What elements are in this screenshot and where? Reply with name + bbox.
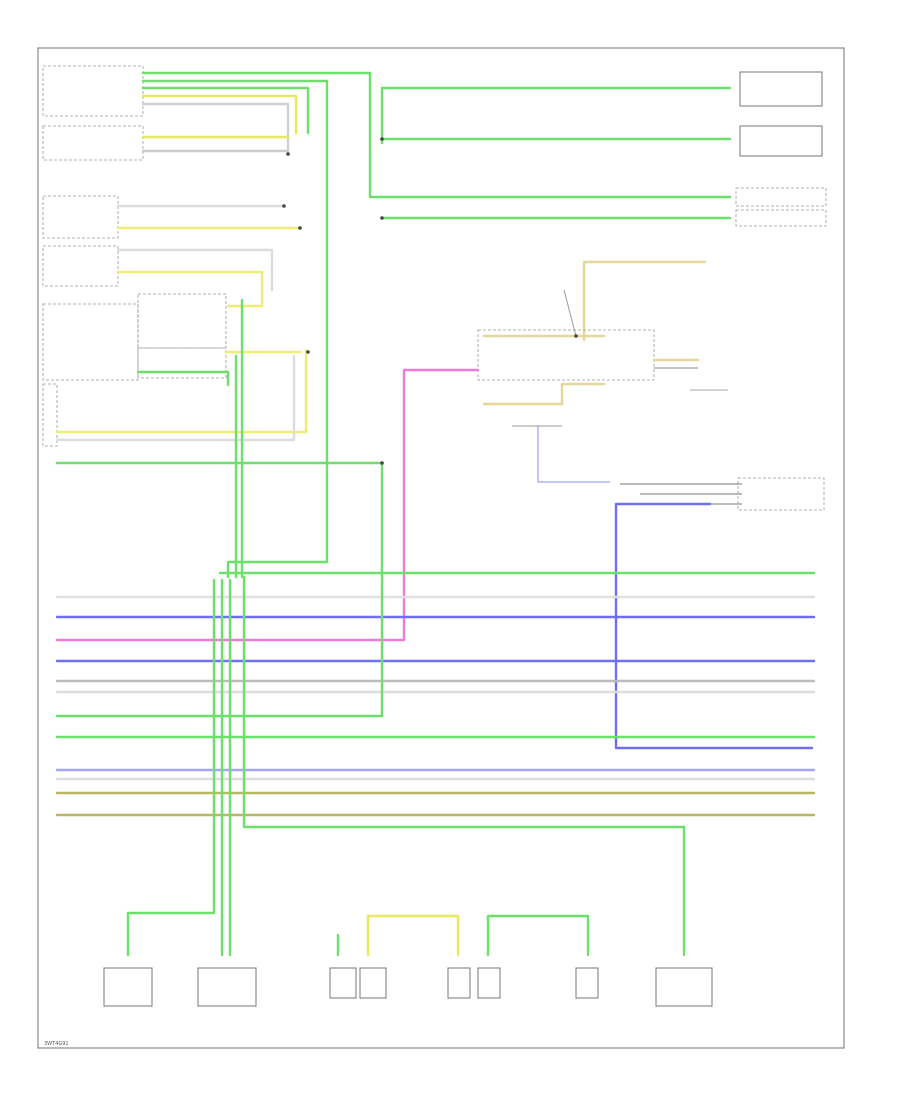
diagram-frame [37, 47, 845, 1049]
upper-left-connectors [42, 65, 227, 447]
main-harness [55, 571, 816, 957]
wires-left [55, 71, 732, 580]
wires-top-right [380, 71, 827, 227]
drops-bottom [103, 578, 713, 1007]
diagram-code: 3WT4G91 [44, 1041, 69, 1047]
splice-points [282, 137, 578, 465]
